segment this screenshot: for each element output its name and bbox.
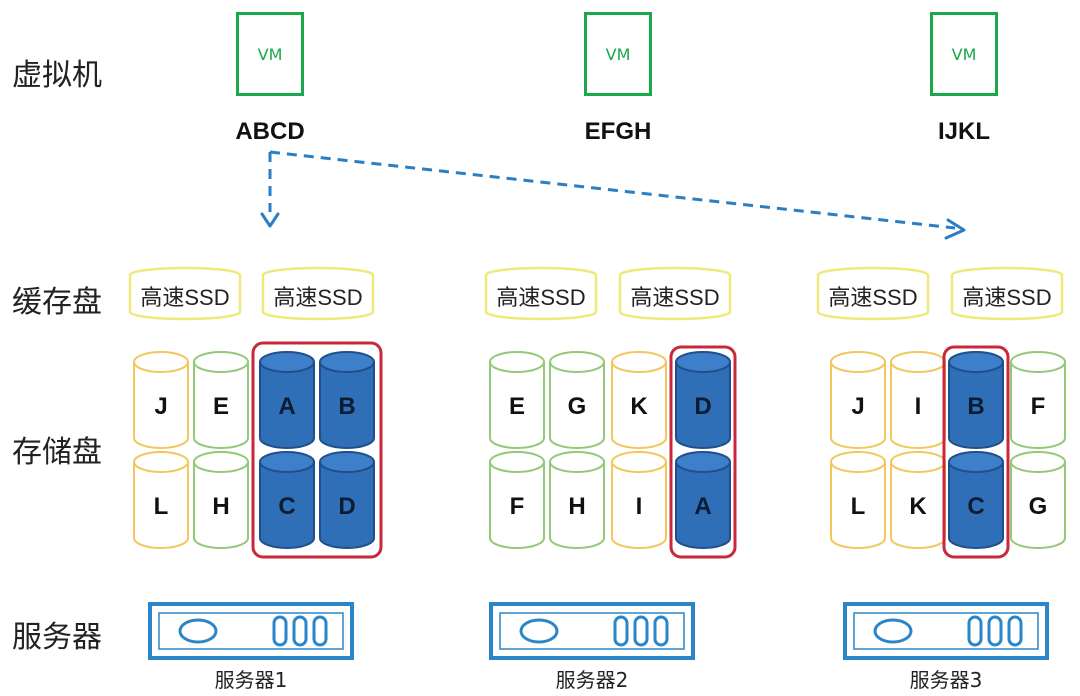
vm-name-ijkl: IJKL [937, 118, 990, 145]
replica-disk: C [259, 451, 315, 549]
arrowhead-right-icon [944, 218, 966, 240]
storage-disk: J [133, 351, 189, 449]
disk-label: I [636, 493, 643, 520]
disk-label: D [338, 493, 355, 520]
ssd-label: 高速SSD [630, 285, 719, 310]
disk-label: H [212, 493, 229, 520]
storage-disk: L [830, 451, 886, 549]
disk-label: B [338, 393, 355, 420]
server-icon [489, 602, 695, 660]
storage-disk: I [611, 451, 667, 549]
arrowhead-down-icon [260, 212, 280, 228]
highlight-frame-server3 [942, 345, 1010, 559]
vm-box-abcd: VM [236, 12, 304, 96]
replica-disk: D [675, 351, 731, 449]
disk-label: I [915, 393, 922, 420]
storage-disk: E [489, 351, 545, 449]
server-icon [148, 602, 354, 660]
disk-label: E [509, 393, 525, 420]
disk-label: B [967, 393, 984, 420]
replica-disk: D [319, 451, 375, 549]
storage-disk: H [193, 451, 249, 549]
disk-label: J [851, 393, 864, 420]
storage-disk: E [193, 351, 249, 449]
disk-label: H [568, 493, 585, 520]
ssd-disk: 高速SSD [484, 266, 598, 321]
ssd-disk: 高速SSD [816, 266, 930, 321]
storage-disk: K [890, 451, 946, 549]
disk-label: D [694, 393, 711, 420]
highlight-frame-server2 [669, 345, 737, 559]
disk-label: F [1031, 393, 1046, 420]
vm-box-efgh: VM [584, 12, 652, 96]
vm-name-efgh: EFGH [584, 118, 652, 145]
row-label-server: 服务器 [12, 620, 102, 655]
storage-disk: K [611, 351, 667, 449]
storage-disk: F [1010, 351, 1066, 449]
ssd-label: 高速SSD [273, 285, 362, 310]
server-icon [843, 602, 1049, 660]
replica-disk: B [948, 351, 1004, 449]
disk-label: L [154, 493, 169, 520]
disk-label: K [630, 393, 648, 420]
replica-disk: B [319, 351, 375, 449]
vm-box-label: VM [605, 45, 631, 64]
disk-label: A [278, 393, 295, 420]
replica-disk: A [259, 351, 315, 449]
disk-label: F [510, 493, 525, 520]
storage-disk: H [549, 451, 605, 549]
ssd-label: 高速SSD [962, 285, 1051, 310]
disk-label: G [568, 393, 587, 420]
vm-box-ijkl: VM [930, 12, 998, 96]
ssd-label: 高速SSD [828, 285, 917, 310]
ssd-disk: 高速SSD [618, 266, 732, 321]
ssd-disk: 高速SSD [128, 266, 242, 321]
server-disk-light-icon [873, 618, 913, 644]
storage-disk: G [1010, 451, 1066, 549]
vm-name-abcd: ABCD [235, 118, 305, 145]
ssd-disk: 高速SSD [261, 266, 375, 321]
ssd-disk: 高速SSD [950, 266, 1064, 321]
row-label-vm: 虚拟机 [12, 58, 102, 93]
storage-disk: J [830, 351, 886, 449]
server-name-2: 服务器2 [555, 668, 629, 692]
storage-disk: F [489, 451, 545, 549]
server-name-3: 服务器3 [909, 668, 983, 692]
ssd-label: 高速SSD [496, 285, 585, 310]
disk-label: C [967, 493, 984, 520]
replica-disk: C [948, 451, 1004, 549]
disk-label: C [278, 493, 295, 520]
disk-label: G [1029, 493, 1048, 520]
ssd-label: 高速SSD [140, 285, 229, 310]
arrow-to-server3 [269, 150, 956, 230]
server-name-1: 服务器1 [214, 668, 288, 692]
disk-label: L [851, 493, 866, 520]
server-disk-light-icon [519, 618, 559, 644]
row-label-cache: 缓存盘 [12, 285, 102, 320]
disk-label: K [909, 493, 927, 520]
disk-label: J [154, 393, 167, 420]
vm-box-label: VM [257, 45, 283, 64]
storage-disk: G [549, 351, 605, 449]
disk-label: A [694, 493, 711, 520]
replica-disk: A [675, 451, 731, 549]
highlight-frame-server1 [251, 341, 383, 559]
vm-box-label: VM [951, 45, 977, 64]
server-disk-light-icon [178, 618, 218, 644]
storage-disk: L [133, 451, 189, 549]
row-label-storage: 存储盘 [12, 435, 102, 470]
disk-label: E [213, 393, 229, 420]
